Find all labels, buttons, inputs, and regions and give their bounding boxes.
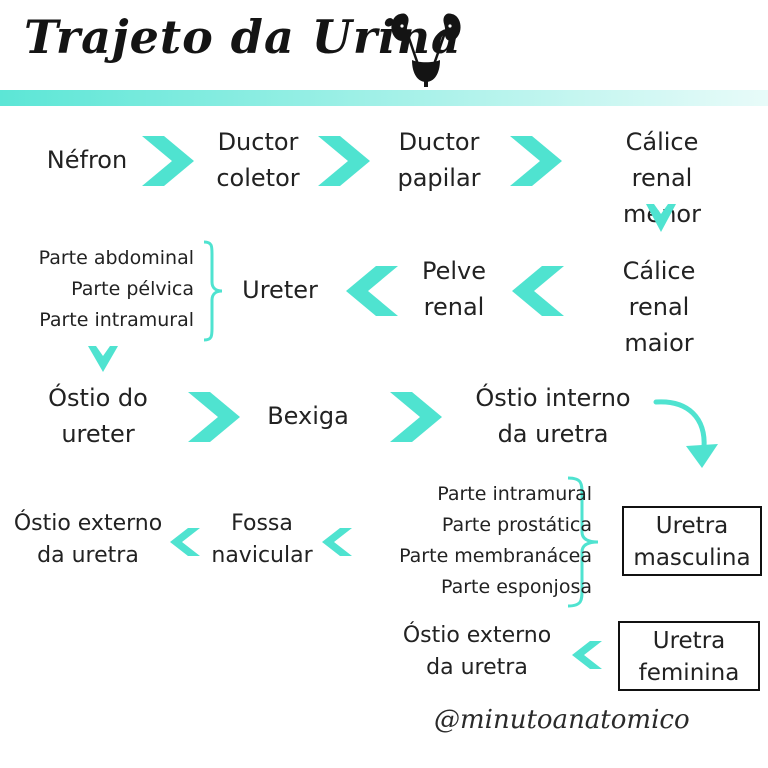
node-calice-menor: Cálice renal menor (623, 128, 701, 228)
page-title: Trajeto da Urina (24, 10, 462, 64)
node-uretra-feminina: Uretra feminina (618, 621, 760, 691)
brace-icon (203, 240, 223, 342)
arrow-left-icon (170, 528, 200, 556)
arrow-down-icon (88, 346, 118, 372)
arrow-down-icon (646, 204, 676, 232)
accent-band (0, 90, 768, 106)
arrow-left-icon (512, 266, 564, 316)
node-ductor-papilar: Ductor papilar (397, 128, 481, 192)
arrow-left-icon (572, 641, 602, 669)
node-ostio-externo-masculino: Óstio externo da uretra (13, 511, 163, 568)
ureter-parts-list: Parte abdominal Parte pélvica Parte intr… (38, 247, 194, 331)
brace-icon (567, 476, 599, 608)
urethra-parts-list: Parte intramural Parte prostática Parte … (399, 483, 592, 598)
node-uretra-masculina: Uretra masculina (622, 506, 762, 576)
node-calice-maior: Cálice renal maior (622, 257, 696, 357)
arrow-right-icon (188, 392, 240, 442)
node-pelve-renal: Pelve renal (421, 257, 487, 321)
node-nefron: Néfron (46, 146, 128, 174)
arrow-right-icon (318, 136, 370, 186)
arrow-left-icon (346, 266, 398, 316)
node-ostio-interno: Óstio interno da uretra (475, 384, 631, 448)
node-ostio-externo-feminino: Óstio externo da uretra (402, 623, 552, 680)
urinary-system-icon (391, 13, 461, 87)
node-bexiga: Bexiga (267, 402, 349, 430)
arrow-left-icon (322, 528, 352, 556)
author-handle: @minutoanatomico (434, 705, 690, 735)
curved-arrow-icon (653, 399, 718, 468)
arrow-right-icon (510, 136, 562, 186)
arrow-right-icon (390, 392, 442, 442)
node-ductor-coletor: Ductor coletor (216, 128, 300, 192)
arrow-right-icon (142, 136, 194, 186)
node-fossa-navicular: Fossa navicular (211, 511, 313, 568)
node-ostio-ureter: Óstio do ureter (48, 384, 148, 448)
node-ureter: Ureter (242, 276, 318, 304)
